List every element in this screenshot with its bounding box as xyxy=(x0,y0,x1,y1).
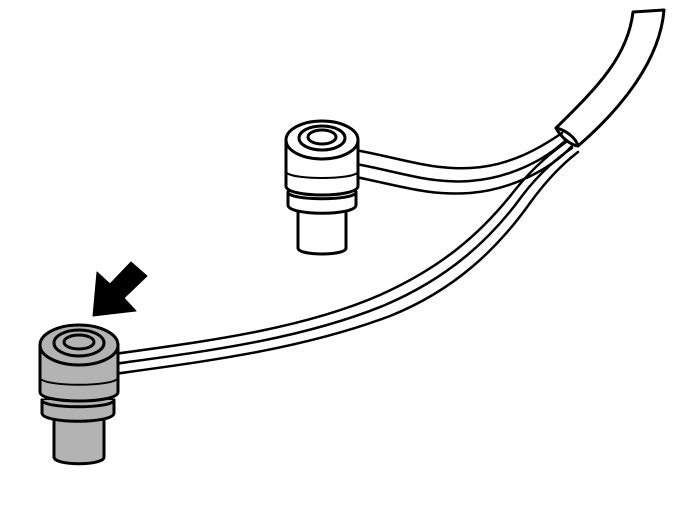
lower-connector-pin xyxy=(52,414,106,466)
upper-connector-pin xyxy=(296,204,348,256)
upper-connector xyxy=(284,119,360,256)
lower-connector xyxy=(38,323,120,466)
arrow-icon xyxy=(92,261,148,317)
lower-wire xyxy=(112,140,580,376)
main-cable-outline xyxy=(554,8,666,148)
indicator-arrow xyxy=(92,261,148,317)
main-cable xyxy=(554,8,666,148)
